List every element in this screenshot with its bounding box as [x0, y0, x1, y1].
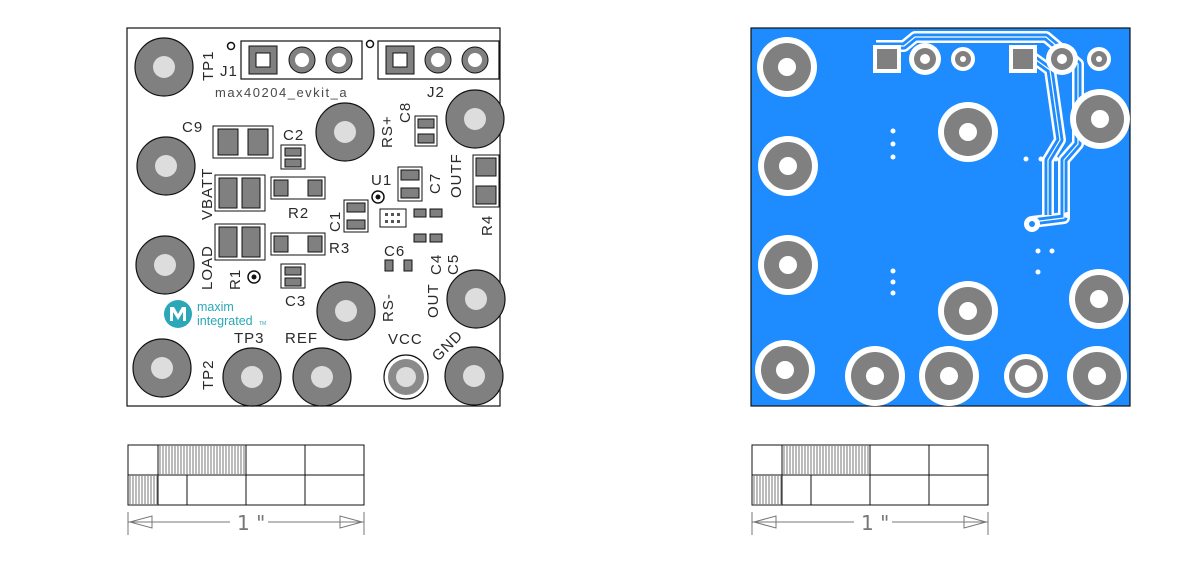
label-out: OUT	[425, 283, 442, 318]
maxim-logo: maxim integrated TM	[164, 300, 266, 328]
j1-connector	[226, 40, 363, 80]
logo-line1: maxim	[197, 300, 234, 314]
label-c7: C7	[427, 173, 444, 194]
label-c4: C4	[428, 254, 445, 275]
label-tp3: TP3	[234, 330, 265, 347]
label-vbatt: VBATT	[199, 168, 216, 220]
label-rs-plus: RS+	[379, 115, 396, 148]
label-ref: REF	[285, 330, 318, 347]
vias	[890, 128, 1059, 296]
label-c1: C1	[327, 211, 344, 232]
label-j2: J2	[427, 84, 445, 101]
test-pads-top	[132, 37, 506, 407]
bottom-layer-view	[750, 27, 1131, 407]
r1-fiducial	[247, 270, 261, 284]
label-c2: C2	[283, 127, 304, 144]
vcc-pad	[383, 354, 429, 400]
scale-bar-right: 1 "	[751, 444, 989, 535]
top-layer-view: TP1 J1 max40204_evkit_a J2 C9 C2 C8 RS+ …	[126, 27, 506, 407]
label-c8: C8	[397, 102, 414, 123]
bottom-header-pads	[873, 43, 1111, 75]
smd-components	[212, 115, 500, 289]
label-outf: OUTF	[448, 153, 465, 198]
label-c5: C5	[445, 254, 462, 275]
u1-ic	[371, 190, 407, 228]
logo-tm: TM	[259, 321, 266, 327]
bottom-test-pads	[755, 37, 1130, 406]
j2-connector	[365, 39, 500, 80]
label-c3: C3	[285, 293, 306, 310]
logo-line2: integrated	[197, 314, 253, 328]
label-tp2: TP2	[200, 359, 217, 390]
label-r4: R4	[479, 215, 496, 236]
label-c9: C9	[182, 119, 203, 136]
label-u1: U1	[371, 172, 392, 189]
label-vcc: VCC	[388, 331, 423, 348]
label-j1: J1	[220, 63, 238, 80]
scale-label-right: 1 "	[861, 511, 889, 535]
label-r3: R3	[329, 240, 350, 257]
label-r1: R1	[227, 269, 244, 290]
label-load: LOAD	[199, 245, 216, 290]
label-r2: R2	[288, 205, 309, 222]
label-board-name: max40204_evkit_a	[215, 85, 348, 100]
label-tp1: TP1	[200, 50, 217, 81]
label-rs-minus: RS-	[380, 293, 397, 322]
scale-bar-left: 1 "	[127, 444, 365, 535]
label-c6: C6	[384, 243, 405, 260]
scale-label-left: 1 "	[237, 511, 265, 535]
